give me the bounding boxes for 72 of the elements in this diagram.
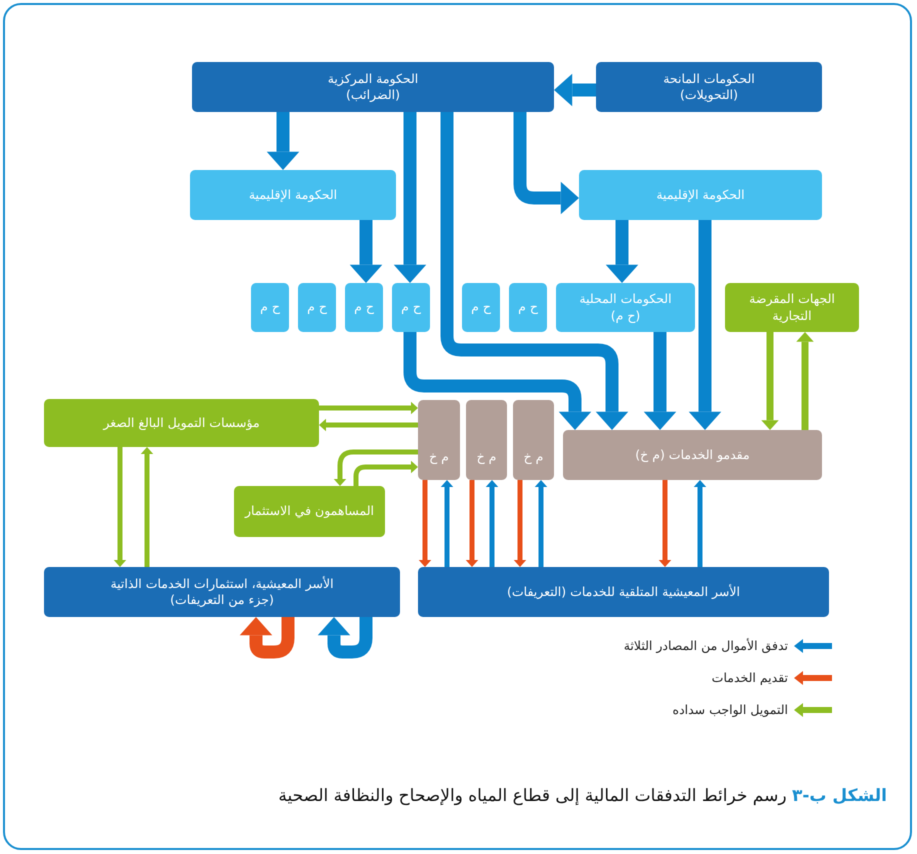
flow-box [579,170,822,220]
flow-arrow [440,480,454,567]
flow-arrow [644,332,676,430]
loop-arrow [318,617,372,658]
node-label: م خ [476,448,496,465]
flow-arrow [761,332,779,430]
node-label: الحكومة الإقليمية [656,186,745,204]
flow-box [392,283,430,332]
node-label: (ح م) [610,308,640,324]
flow-arrow [466,480,478,567]
flow-box [556,283,695,332]
flow-box [345,283,383,332]
flow-arrow [334,450,418,486]
flow-arrow [266,112,300,170]
node-label: ح م [518,299,538,316]
flow-arrow [418,480,432,567]
node-label: ح م [260,299,280,316]
flow-arrow [694,480,706,567]
legend-label: التمويل الواجب سداده [672,702,788,717]
flow-box [509,283,547,332]
flow-box [251,283,289,332]
node-label: الجهات المقرضة التجارية [748,291,836,324]
flow-arrow [658,480,672,567]
flow-arrow [394,112,426,283]
flow-box [418,567,829,617]
legend-label: تدفق الأموال من المصادر الثلاثة [624,638,788,653]
node-label: ح م [307,299,327,316]
node-label: ح م [354,299,374,316]
node-label: ح م [401,299,421,316]
node-label: الأسر المعيشية، استثمارات الخدمات الذاتية (جزء من التعريفات) [109,576,335,608]
loop-arrow [240,617,294,658]
flow-box [192,62,554,112]
flow-box [462,283,500,332]
node-label: الحكومة المركزية (الضرائب) [326,70,420,104]
flow-box [725,283,859,332]
node-label: مؤسسات التمويل البالغ الصغر [103,414,260,432]
flow-arrow [486,480,498,567]
flow-arrow [796,332,814,430]
flow-box [44,399,319,447]
node-label: الحكومات المانحة (التحويلات) [662,70,756,104]
node-label: الحكومات المحلية [579,291,672,308]
flow-box [563,430,822,480]
flow-arrow [534,480,548,567]
flow-box [298,283,336,332]
flow-arrow [514,112,579,214]
figure-caption: الشكل ب-٣ رسم خرائط التدفقات المالية إلى قطاع المياه والإصحاح والنظافة الصحية [278,786,887,806]
flow-arrow [554,74,596,106]
flow-arrow [514,480,526,567]
node-label: م خ [524,448,544,465]
flow-box [513,400,554,480]
flow-box [190,170,396,220]
node-label: ح م [471,299,491,316]
flow-arrow [606,220,638,283]
node-label: الأسر المعيشية المتلقية للخدمات (التعريفات) [507,584,740,600]
node-label: المساهمون في الاستثمار [245,503,374,520]
node-label: مقدمو الخدمات (م خ) [635,446,750,464]
flow-arrow [354,460,418,486]
legend-label: تقديم الخدمات [712,670,788,685]
flow-box [596,62,822,112]
flow-box [466,400,507,480]
flow-arrow [350,220,382,283]
node-label: الحكومة الإقليمية [248,186,338,204]
flow-box [234,486,385,537]
flow-box [44,567,400,617]
flow-arrow [319,418,418,432]
node-label: م خ [429,448,449,465]
flow-arrow [440,112,628,430]
flow-arrow [688,220,722,430]
flow-box [418,400,460,480]
flow-arrow [114,447,126,567]
flow-arrow [140,447,154,567]
flow-arrow [319,402,418,414]
